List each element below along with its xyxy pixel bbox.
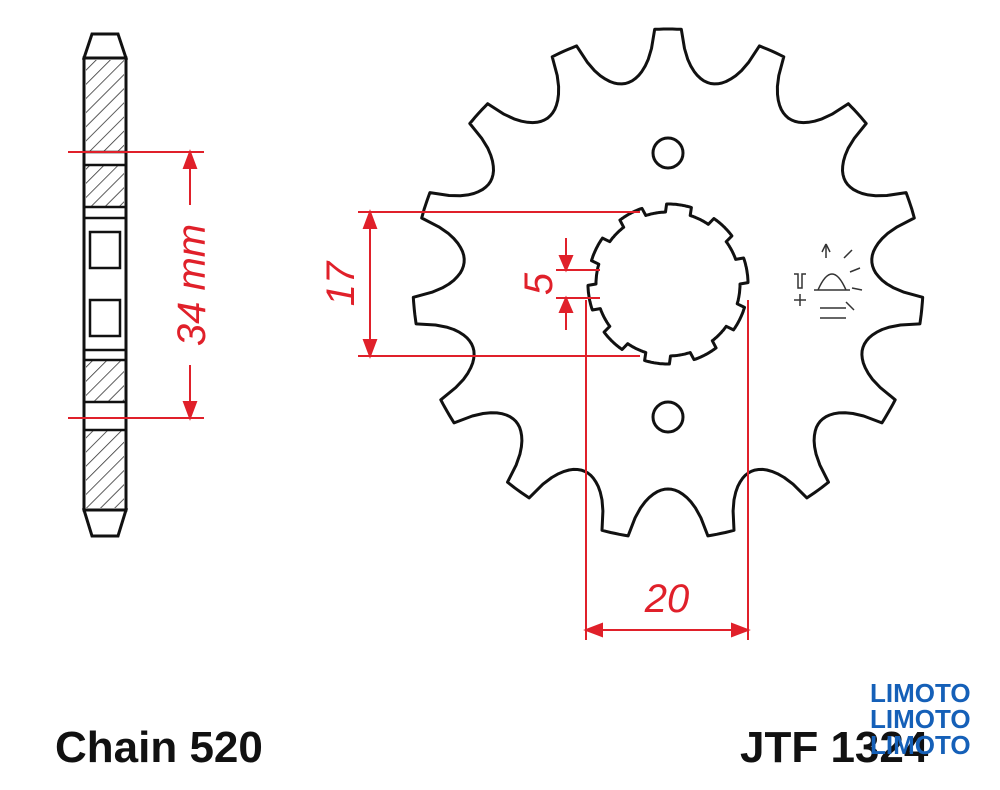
dimension-20 [583, 300, 751, 640]
dimension-34mm-label: 34 mm [170, 224, 214, 346]
limoto-watermark: LIMOTO LIMOTO LIMOTO [870, 678, 971, 760]
side-profile-top-cap [81, 32, 129, 60]
sprocket-front-view: 17 5 20 [319, 27, 925, 640]
side-profile-bottom-cap [81, 508, 129, 538]
hatched-section-bottom [86, 430, 124, 508]
part-number-label: JTF 1324 [740, 723, 929, 772]
mounting-hole-top [651, 136, 685, 170]
hatched-section-upper [86, 165, 124, 207]
dimension-17-label: 17 [319, 260, 363, 306]
dimension-5-label: 5 [517, 272, 561, 295]
hatched-section-lower [86, 360, 124, 402]
hatched-section-top [86, 60, 124, 152]
watermark-line-1: LIMOTO [870, 678, 971, 708]
watermark-line-2: LIMOTO [870, 704, 971, 734]
dimension-17 [358, 209, 640, 359]
dimension-20-label: 20 [644, 577, 690, 621]
dimension-34mm [68, 149, 204, 421]
spline-bore [586, 202, 750, 366]
side-profile-view: 34 mm [68, 32, 214, 538]
dimension-5 [556, 238, 600, 330]
watermark-line-3: LIMOTO [870, 730, 971, 760]
mounting-hole-bottom [651, 400, 685, 434]
rotation-symbol-icon [794, 243, 863, 319]
chain-label: Chain 520 [55, 723, 263, 772]
